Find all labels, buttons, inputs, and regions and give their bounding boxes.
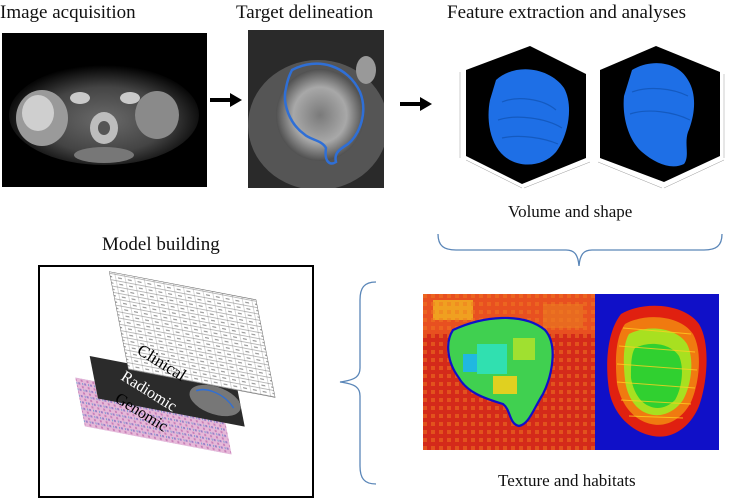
clinical-layer [108, 271, 276, 398]
tumor-contour [283, 62, 365, 165]
label-image-acquisition: Image acquisition [0, 2, 136, 23]
habitat-render [595, 294, 719, 450]
label-texture-habitats: Texture and habitats [498, 471, 636, 490]
mri-delineation-image [248, 30, 384, 188]
label-volume-shape: Volume and shape [508, 202, 633, 221]
volume-render-2 [597, 46, 725, 189]
mri-acquisition-image [2, 33, 207, 187]
arrow-right-icon [400, 97, 432, 111]
arrow-right-icon [210, 93, 242, 107]
label-feature-extraction: Feature extraction and analyses [447, 2, 686, 23]
texture-heatmap [423, 294, 595, 450]
volume-render-1 [459, 46, 591, 189]
radiomic-layer [89, 356, 245, 427]
brace-horizontal [437, 233, 723, 267]
model-building-box: Clinical Radiomic Genomic [38, 265, 314, 498]
label-model-building: Model building [102, 234, 220, 255]
label-target-delineation: Target delineation [236, 2, 374, 23]
brace-vertical [339, 281, 377, 485]
